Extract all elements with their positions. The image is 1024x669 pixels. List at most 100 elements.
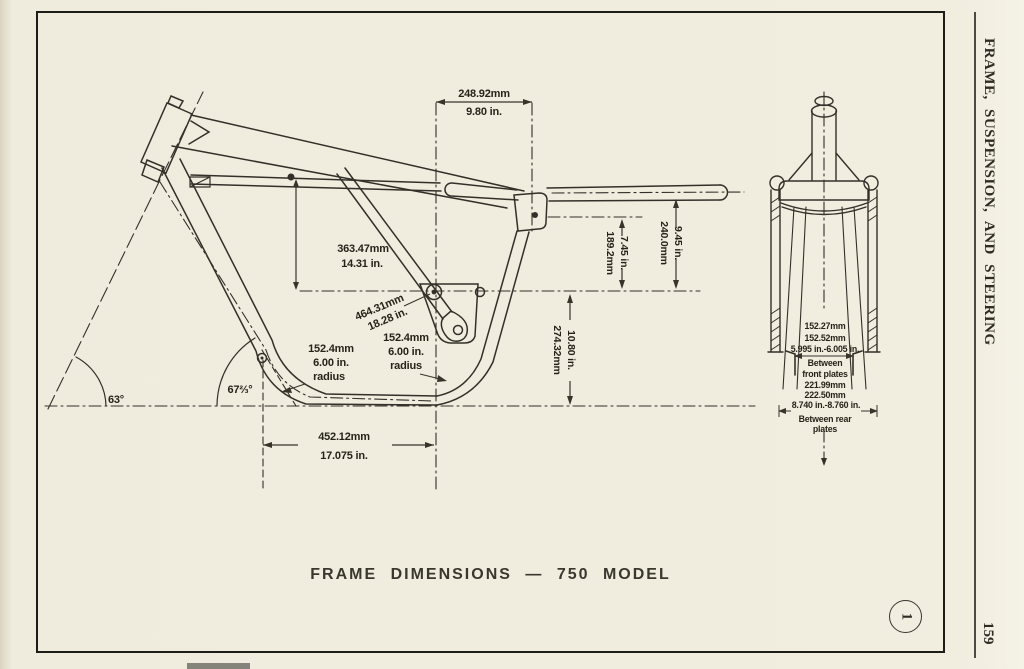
pivot-small-circle — [474, 286, 486, 298]
head-tube-stub — [167, 95, 185, 109]
front-radius-tangent-dot — [260, 356, 264, 360]
fork-tube-right — [867, 189, 878, 353]
backbone-top-edge — [190, 114, 525, 192]
rear-loop-outer — [436, 231, 530, 406]
rear-radius-in-label: 6.00 in. — [388, 346, 424, 358]
front-radius-word-label: radius — [313, 371, 345, 383]
fork-tube-right-hatch — [867, 196, 878, 351]
clevis-hole — [452, 324, 464, 336]
front-radius-tangent-circle — [256, 352, 268, 364]
front-radius-in-label: 6.00 in. — [313, 357, 349, 369]
lower-clamp-arc — [780, 202, 868, 216]
figure-number-badge: 1 — [889, 600, 922, 633]
rear-radius-word-label: radius — [390, 360, 422, 372]
pivot-plate — [418, 283, 479, 344]
rear-bracket — [513, 192, 548, 232]
diagram-border — [36, 11, 945, 653]
page-number: 159 — [980, 622, 996, 645]
front-plate-right — [852, 350, 863, 376]
rear-tube-centerline — [551, 191, 745, 194]
dim-bottom-in-label: 17.075 in. — [320, 450, 368, 462]
thin-tube-bottom — [190, 183, 442, 192]
fork-rear-mm-max-label: 222.50mm — [805, 390, 846, 400]
dim-bottom-mm-label: 452.12mm — [318, 431, 370, 443]
figure-number: 1 — [898, 612, 914, 621]
arrow — [567, 294, 573, 303]
strut-clevis — [440, 310, 469, 342]
rear-tube-bottom — [548, 199, 721, 202]
steering-angle-arc — [75, 356, 107, 407]
fork-front-mm-min-label: 152.27mm — [805, 321, 846, 331]
pivot-center-dot — [431, 289, 437, 295]
fork-legs — [782, 206, 867, 390]
dim-pivot-mm-label: 189.2mm — [604, 231, 616, 275]
downtube-inner — [179, 158, 438, 397]
dim-diagonal-leader — [403, 293, 431, 307]
scan-artifact-bar — [187, 663, 250, 669]
sidebar-divider — [974, 12, 976, 658]
steering-axis-line — [47, 91, 204, 410]
arrow — [425, 442, 434, 448]
arrow — [846, 353, 854, 359]
dim-ground-mm-label: 274.32mm — [551, 325, 563, 374]
arrow — [778, 408, 786, 414]
front-plate-left — [785, 350, 796, 376]
front-radius-mm-label: 152.4mm — [308, 343, 354, 355]
frame-side-view — [44, 91, 756, 491]
dim-pivot-in-label: 7.45 in. — [618, 236, 630, 270]
dim-rail-mm-label: 240.0mm — [658, 221, 670, 265]
seat-rail-tongue — [444, 182, 519, 201]
chapter-title: FRAME, SUSPENSION, AND STEERING — [981, 38, 997, 346]
arrow — [619, 280, 625, 289]
dim-top-in-label: 9.80 in. — [466, 106, 502, 118]
fork-dimensions: 152.27mm 152.52mm 5.995 in.-6.005 in. Be… — [778, 321, 878, 434]
fork-front-caption-2: front plates — [802, 369, 848, 379]
strut-edge-1 — [344, 167, 453, 313]
thin-tube-top — [190, 174, 441, 184]
head-lower-lug — [141, 159, 165, 183]
arrow — [567, 396, 573, 405]
arrow — [293, 282, 299, 290]
steering-angle-label: 63° — [108, 394, 124, 406]
fork-front-view — [767, 91, 881, 466]
rear-radius-mm-label: 152.4mm — [383, 332, 429, 344]
arrow — [619, 219, 625, 228]
downtube-angle-arc — [216, 337, 256, 407]
backbone-ref-dot — [287, 173, 295, 181]
fork-front-in-label: 5.995 in.-6.005 in. — [791, 344, 860, 354]
stem-sides — [811, 110, 837, 181]
fork-cap-right — [863, 175, 879, 191]
fork-front-caption-1: Between — [808, 358, 843, 368]
dim-rail-in-label: 9.45 in. — [672, 226, 684, 260]
arrow — [263, 442, 272, 448]
top-clamp-plate — [778, 180, 870, 201]
fork-cap-left — [769, 175, 785, 191]
arrow — [821, 458, 827, 466]
pivot-circle — [425, 283, 443, 301]
downtube-outer — [161, 167, 438, 406]
arrow — [281, 387, 292, 393]
fork-rear-in-label: 8.740 in.-8.760 in. — [792, 400, 861, 410]
arrow — [293, 179, 299, 187]
rear-bracket-bolt — [532, 212, 538, 218]
strut-edge-2 — [336, 173, 444, 320]
stem-gussets — [788, 152, 860, 181]
arrow — [673, 199, 679, 208]
fork-rear-mm-min-label: 221.99mm — [805, 380, 846, 390]
downtube-centerline — [159, 181, 435, 402]
arrow — [870, 408, 878, 414]
dim-ground-in-label: 10.80 in. — [565, 330, 577, 370]
arrow — [794, 353, 802, 359]
centerlines — [44, 91, 756, 491]
rear-tube-cap — [719, 184, 729, 201]
arrow — [523, 99, 532, 105]
rear-loop-inner — [436, 230, 518, 397]
dim-backbone-mm-label: 363.47mm — [337, 243, 389, 255]
figure-caption: FRAME DIMENSIONS — 750 MODEL — [310, 566, 671, 583]
fork-tube-left-hatch — [770, 196, 781, 351]
dim-backbone-in-label: 14.31 in. — [341, 258, 383, 270]
downtube-angle-label: 67⅔° — [227, 384, 252, 396]
fork-rear-caption-1: Between rear — [799, 414, 853, 424]
fork-front-mm-max-label: 152.52mm — [805, 333, 846, 343]
